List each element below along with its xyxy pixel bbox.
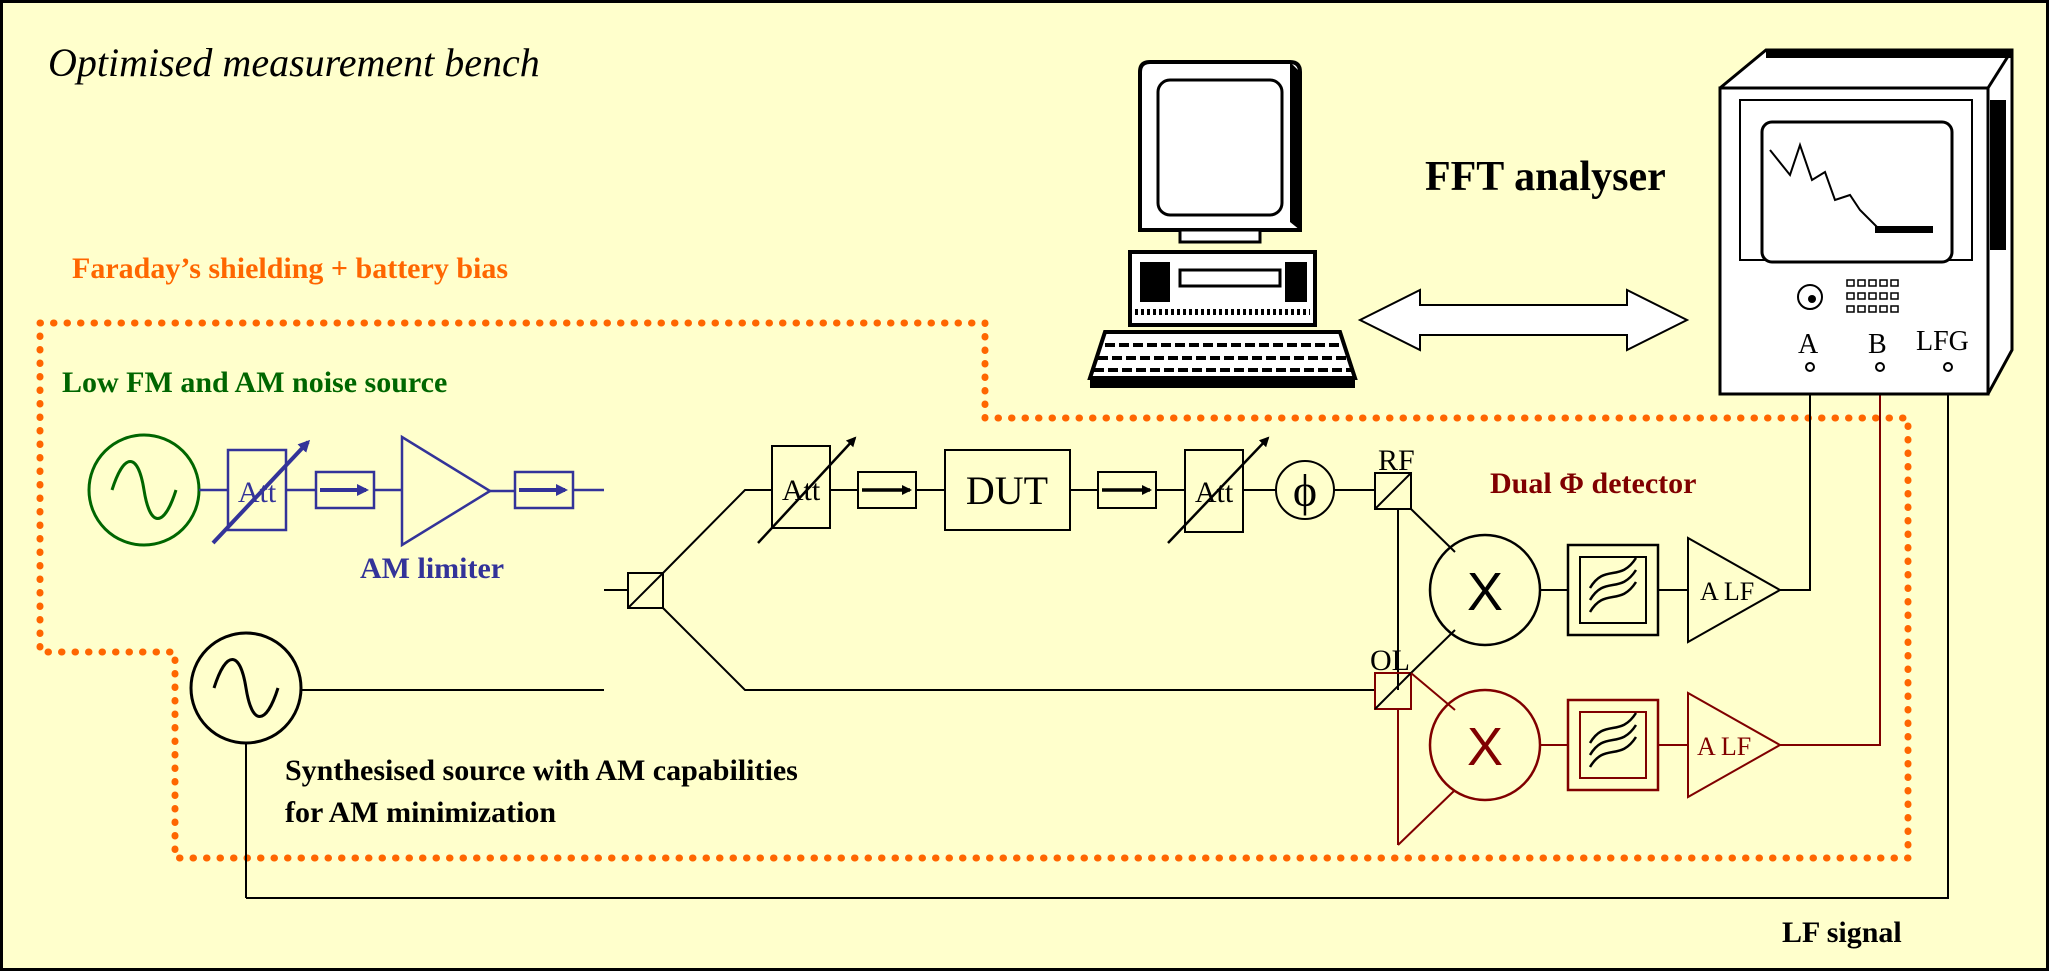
detector-channel-2: X A LF (1428, 367, 1881, 802)
synth-label-line1: Synthesised source with AM capabilities (285, 754, 798, 787)
dual-detector-label: Dual Φ detector (1490, 467, 1696, 500)
lf-signal-line (246, 367, 1949, 899)
attenuator-icon (771, 445, 831, 529)
rf-label: RF (1378, 444, 1415, 477)
port-lfg-label: LFG (1916, 326, 1969, 357)
ol-label: OL (1370, 644, 1410, 677)
synthesised-source (189, 631, 604, 898)
variable-arrow (211, 439, 311, 545)
sine-wave-glyph (212, 658, 280, 718)
att-label: Att (782, 474, 821, 507)
mixer-symbol: X (1467, 717, 1503, 777)
sine-wave-glyph (110, 460, 178, 520)
dut-chain: Att DUT Att ϕ (757, 436, 1375, 544)
fft-analyser-icon (1718, 48, 2014, 396)
amplifier-icon (1687, 536, 1783, 644)
mixer-symbol: X (1467, 562, 1503, 622)
phase-symbol: ϕ (1293, 465, 1317, 516)
low-noise-source: Att (87, 433, 604, 548)
faraday-shield-outline (36, 319, 1912, 862)
detector-channel-1: X A LF (1428, 367, 1811, 647)
computer-icon (1087, 60, 1358, 388)
splitter (604, 489, 1375, 691)
port-a-label: A (1798, 329, 1819, 360)
shielding-label: Faraday’s shielding + battery bias (72, 252, 508, 285)
rf-coupler: RF (1374, 444, 1456, 690)
amplifier-icon (400, 434, 493, 548)
dut-label: DUT (966, 468, 1048, 513)
fft-analyser-label: FFT analyser (1425, 154, 1666, 200)
amplifier-icon (1687, 691, 1783, 799)
page-title: Optimised measurement bench (48, 40, 540, 85)
lf-signal-label: LF signal (1782, 916, 1902, 949)
alf-label: A LF (1697, 732, 1751, 761)
synth-label-line2: for AM minimization (285, 796, 556, 829)
ol-coupler: OL (1370, 629, 1456, 846)
alf-label: A LF (1700, 577, 1754, 606)
bidirectional-arrow-icon (1357, 288, 1690, 352)
port-b-label: B (1868, 329, 1887, 360)
am-limiter-label: AM limiter (360, 552, 504, 585)
noise-source-label: Low FM and AM noise source (62, 366, 447, 399)
